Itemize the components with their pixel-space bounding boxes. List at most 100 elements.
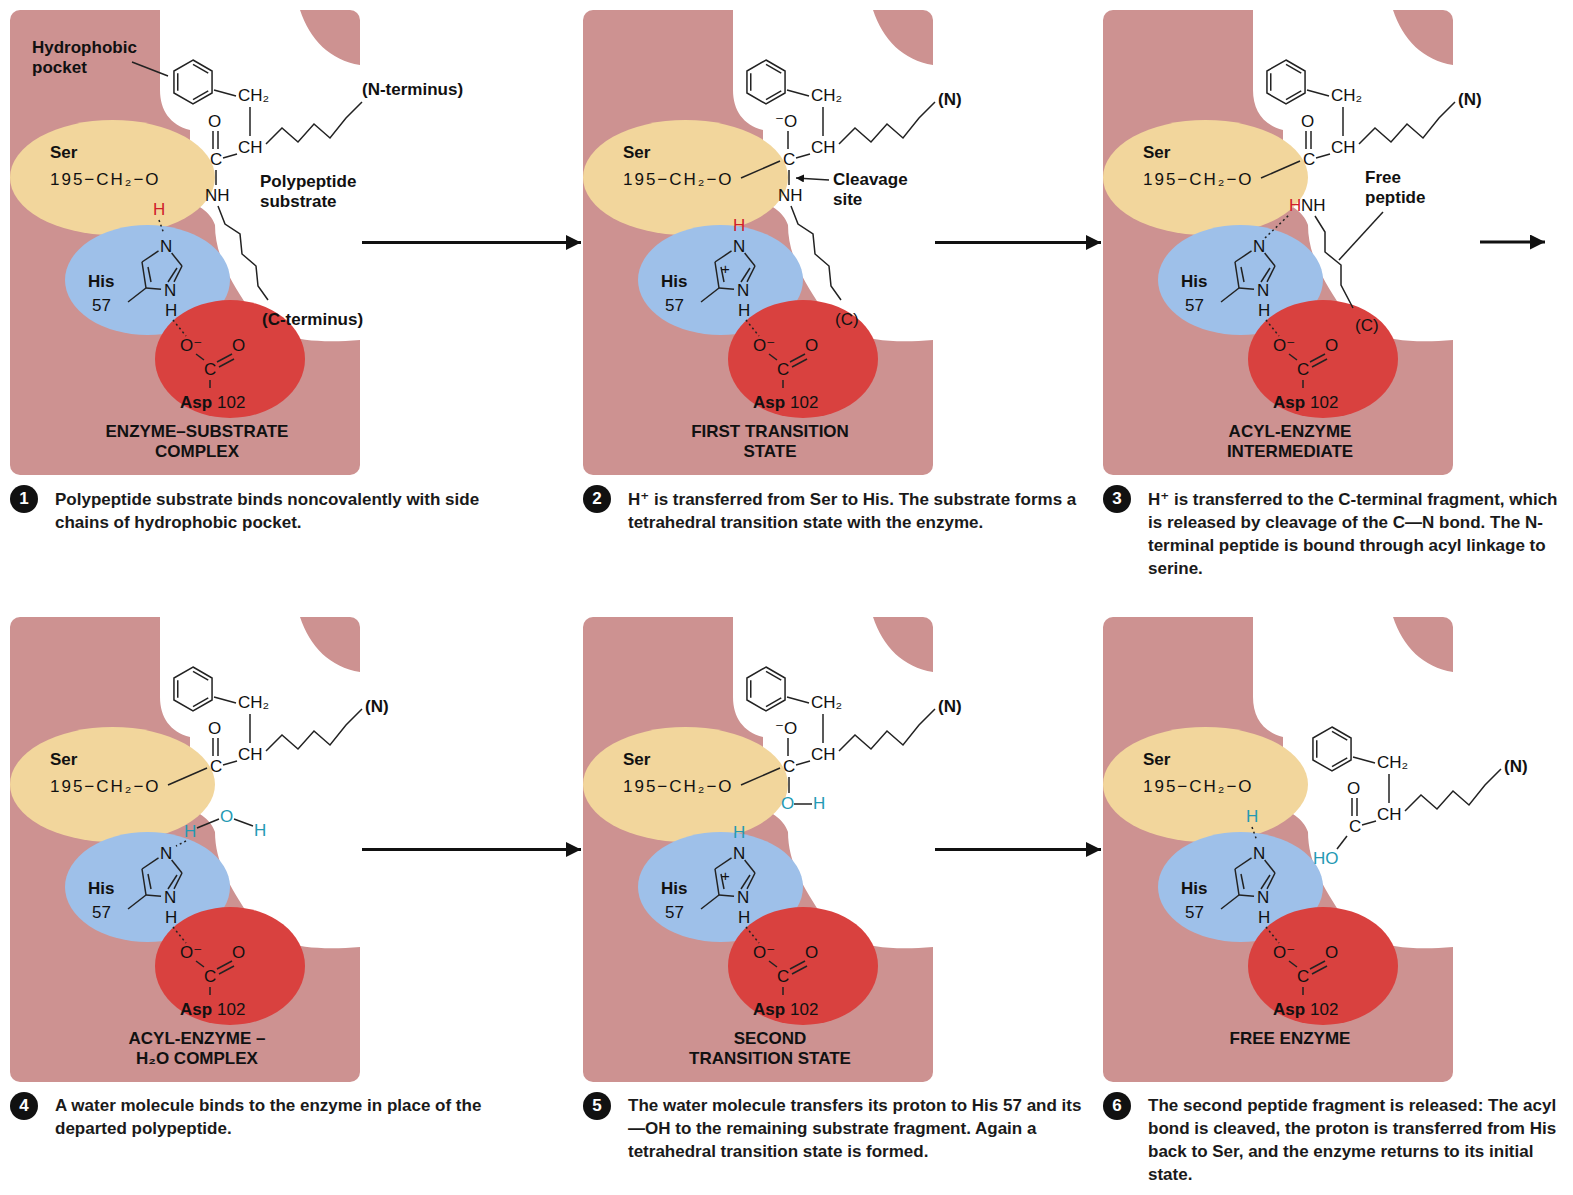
- structure-label: Polypeptide substrate: [260, 172, 378, 211]
- bond-line: [223, 154, 237, 158]
- residue-label: His: [88, 879, 114, 899]
- bond-line: [1239, 895, 1254, 896]
- step-number-text: 6: [1103, 1092, 1131, 1120]
- enzyme-panel: ACYL-ENZYME INTERMEDIATESer195−CH₂−OHis5…: [1103, 10, 1453, 475]
- bond-line: [174, 873, 182, 889]
- bond-line: [1261, 268, 1270, 282]
- structure-label: (C): [1355, 316, 1379, 336]
- bond-line: [766, 64, 781, 73]
- structure-label: O: [232, 943, 245, 963]
- bond-line: [172, 253, 182, 266]
- bond-line: [1221, 288, 1239, 302]
- bond-line: [1267, 266, 1275, 282]
- bond-line: [128, 895, 146, 909]
- structure-label: NH: [205, 186, 230, 206]
- bond-line: [782, 987, 784, 995]
- continue-arrow: [1480, 241, 1545, 244]
- bond-line: [791, 206, 841, 300]
- bond-line: [701, 895, 719, 909]
- bond-line: [1310, 131, 1312, 149]
- residue-label: His: [661, 879, 687, 899]
- serine-residue: Ser195−CH₂−O: [583, 120, 788, 235]
- enzyme-panel: FIRST TRANSITION STATESer195−CH₂−OHis57A…: [583, 10, 933, 475]
- bond-line: [193, 91, 208, 100]
- serine-residue: Ser195−CH₂−O: [10, 120, 215, 235]
- structure-label: H: [1258, 908, 1270, 928]
- bond-line: [839, 102, 935, 144]
- bond-line: [212, 131, 214, 149]
- bond-line: [1265, 253, 1275, 266]
- bond-line: [219, 966, 234, 974]
- structure-label: H: [165, 301, 177, 321]
- residue-label: 102: [790, 393, 818, 413]
- structure-label: (C-terminus): [262, 310, 363, 330]
- structure-label: CH: [1331, 138, 1356, 158]
- bond-line: [787, 738, 789, 756]
- bond-line: [794, 803, 812, 805]
- bond-line: [1405, 769, 1501, 811]
- bond-line: [159, 220, 164, 234]
- step-caption: Polypeptide substrate binds noncovalentl…: [55, 488, 525, 534]
- structure-label: Hydrophobic pocket: [32, 38, 144, 77]
- enzyme-panel: SECOND TRANSITION STATESer195−CH₂−OHis57…: [583, 617, 933, 1082]
- bond-line: [266, 102, 362, 144]
- structure-label: CH₂: [811, 693, 842, 713]
- residue-label: 57: [665, 296, 684, 316]
- bond-line: [1356, 798, 1358, 816]
- bond-line: [766, 671, 781, 680]
- step-number-text: 1: [10, 485, 38, 513]
- bond-line: [209, 380, 211, 388]
- structure-label: NH: [778, 186, 803, 206]
- structure-label: H: [153, 200, 165, 220]
- bond-line: [1286, 64, 1301, 73]
- residue-label: 57: [92, 903, 111, 923]
- bond-line: [766, 698, 781, 707]
- bond-line: [1388, 774, 1390, 803]
- residue-label: His: [1181, 879, 1207, 899]
- structure-label: N: [737, 281, 749, 301]
- panel-title: FIRST TRANSITION STATE: [688, 422, 852, 462]
- structure-label: O⁻: [1273, 336, 1295, 356]
- structure-label: Free peptide: [1365, 168, 1445, 207]
- residue-label: Asp: [180, 393, 212, 413]
- bond-line: [715, 262, 719, 288]
- structure-label: O: [805, 943, 818, 963]
- bond-line: [1351, 798, 1353, 816]
- structure-label: C: [210, 150, 222, 170]
- structure-label: O⁻: [180, 943, 202, 963]
- structure-label: CH: [1377, 805, 1402, 825]
- bond-line: [741, 875, 750, 889]
- bond-line: [142, 869, 146, 895]
- residue-label: Ser: [623, 143, 650, 163]
- bond-line: [1235, 251, 1252, 262]
- step-caption: H⁺ is transferred from Ser to His. The s…: [628, 488, 1098, 534]
- bond-line: [747, 266, 755, 282]
- structure-label: O⁻: [180, 336, 202, 356]
- structure-label: NH: [1301, 196, 1326, 216]
- step-number-text: 2: [583, 485, 611, 513]
- step-number-text: 5: [583, 1092, 611, 1120]
- residue-label: 57: [1185, 296, 1204, 316]
- residue-label: Ser: [623, 750, 650, 770]
- structure-label: (N): [938, 90, 962, 110]
- structure-label: C: [1297, 967, 1309, 987]
- bond-line: [1332, 758, 1347, 767]
- bond-line: [746, 320, 759, 336]
- structure-label: C: [777, 360, 789, 380]
- enzyme-panel: ENZYME–SUBSTRATE COMPLEXSer195−CH₂−OHis5…: [10, 10, 360, 475]
- benzene-ring: [1313, 727, 1351, 771]
- step-arrow: [935, 241, 1101, 244]
- bond-line: [787, 697, 809, 703]
- bond-line: [176, 841, 186, 846]
- structure-label: C: [1303, 150, 1315, 170]
- serine-residue: Ser195−CH₂−O: [1103, 727, 1308, 842]
- bond-line: [796, 761, 810, 765]
- structure-label: (N-terminus): [362, 80, 463, 100]
- residue-label: Ser: [50, 143, 77, 163]
- structure-label: H: [733, 216, 745, 236]
- bond-line: [715, 869, 719, 895]
- structure-label: (N): [1504, 757, 1528, 777]
- step-number-text: 4: [10, 1092, 38, 1120]
- bond-line: [128, 288, 146, 302]
- bond-line: [741, 768, 780, 785]
